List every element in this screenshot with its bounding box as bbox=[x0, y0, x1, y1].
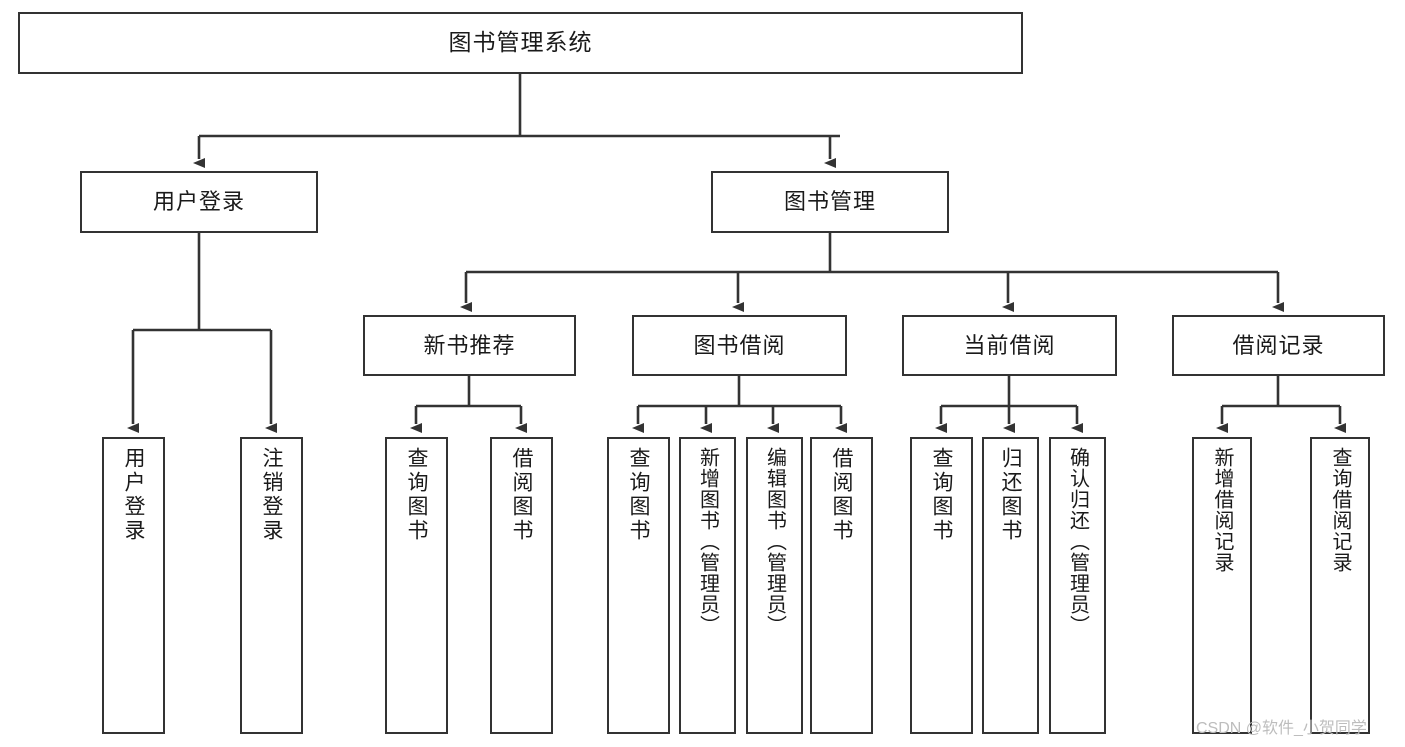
node-label: 归还图书 bbox=[999, 447, 1022, 543]
node-label: 新增借阅记录 bbox=[1211, 447, 1233, 573]
csdn-watermark: CSDN @软件_小贺同学 bbox=[1196, 720, 1367, 737]
node-label: 确认归还（管理员） bbox=[1066, 447, 1089, 636]
node-label: 编辑图书（管理员） bbox=[763, 447, 786, 636]
leaf-current-query-book[interactable]: 查询图书 bbox=[910, 437, 973, 734]
node-label: 查询图书 bbox=[627, 447, 650, 543]
node-new-book-recommend[interactable]: 新书推荐 bbox=[363, 315, 576, 376]
leaf-record-query-record[interactable]: 查询借阅记录 bbox=[1310, 437, 1370, 734]
node-label: 新书推荐 bbox=[423, 332, 516, 358]
node-book-management[interactable]: 图书管理 bbox=[711, 171, 949, 233]
node-label: 注销登录 bbox=[260, 447, 283, 543]
node-borrow-record[interactable]: 借阅记录 bbox=[1172, 315, 1385, 376]
node-user-login[interactable]: 用户登录 bbox=[80, 171, 318, 233]
node-book-borrow[interactable]: 图书借阅 bbox=[632, 315, 847, 376]
leaf-record-add-record[interactable]: 新增借阅记录 bbox=[1192, 437, 1252, 734]
node-label: 图书管理系统 bbox=[448, 29, 593, 56]
node-current-borrow[interactable]: 当前借阅 bbox=[902, 315, 1117, 376]
leaf-borrow-query-book[interactable]: 查询图书 bbox=[607, 437, 670, 734]
leaf-user-login-login[interactable]: 用户登录 bbox=[102, 437, 165, 734]
node-label: 借阅记录 bbox=[1232, 332, 1325, 358]
node-label: 图书借阅 bbox=[693, 332, 786, 358]
leaf-recommend-borrow-book[interactable]: 借阅图书 bbox=[490, 437, 553, 734]
node-label: 查询借阅记录 bbox=[1329, 447, 1351, 573]
leaf-current-return-book[interactable]: 归还图书 bbox=[982, 437, 1039, 734]
node-root-system[interactable]: 图书管理系统 bbox=[18, 12, 1023, 74]
node-label: 查询图书 bbox=[405, 447, 428, 543]
leaf-borrow-borrow-book[interactable]: 借阅图书 bbox=[810, 437, 873, 734]
node-label: 用户登录 bbox=[152, 189, 245, 215]
node-label: 新增图书（管理员） bbox=[696, 447, 719, 636]
leaf-recommend-query-book[interactable]: 查询图书 bbox=[385, 437, 448, 734]
node-label: 图书管理 bbox=[783, 189, 876, 215]
node-label: 用户登录 bbox=[122, 447, 145, 543]
leaf-borrow-edit-book-admin[interactable]: 编辑图书（管理员） bbox=[746, 437, 803, 734]
node-label: 借阅图书 bbox=[830, 447, 853, 543]
node-label: 查询图书 bbox=[930, 447, 953, 543]
leaf-borrow-add-book-admin[interactable]: 新增图书（管理员） bbox=[679, 437, 736, 734]
leaf-current-confirm-return-admin[interactable]: 确认归还（管理员） bbox=[1049, 437, 1106, 734]
node-label: 当前借阅 bbox=[963, 332, 1056, 358]
leaf-user-login-logout[interactable]: 注销登录 bbox=[240, 437, 303, 734]
node-label: 借阅图书 bbox=[510, 447, 533, 543]
